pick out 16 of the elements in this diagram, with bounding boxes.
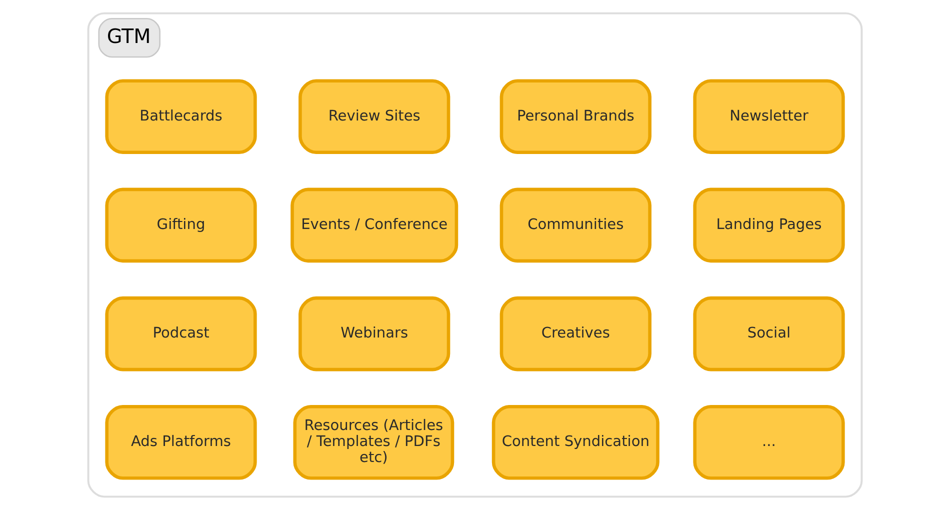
- node-box: Events / Conference: [290, 188, 458, 263]
- node-box: Gifting: [105, 188, 257, 263]
- node-box: ...: [693, 404, 845, 480]
- node-box: Communities: [500, 188, 652, 263]
- node-box: Newsletter: [693, 79, 845, 154]
- node-box: Creatives: [500, 296, 652, 372]
- node-box: Landing Pages: [693, 188, 845, 263]
- node-box: Personal Brands: [500, 79, 652, 154]
- node-box: Battlecards: [105, 79, 257, 154]
- node-box: Social: [693, 296, 845, 372]
- node-box: Review Sites: [298, 79, 450, 154]
- node-box: Ads Platforms: [105, 404, 257, 480]
- node-box: Webinars: [298, 296, 450, 372]
- node-box: Content Syndication: [492, 404, 660, 480]
- node-box: Podcast: [105, 296, 257, 372]
- node-box: Resources (Articles / Templates / PDFs etc): [293, 404, 454, 480]
